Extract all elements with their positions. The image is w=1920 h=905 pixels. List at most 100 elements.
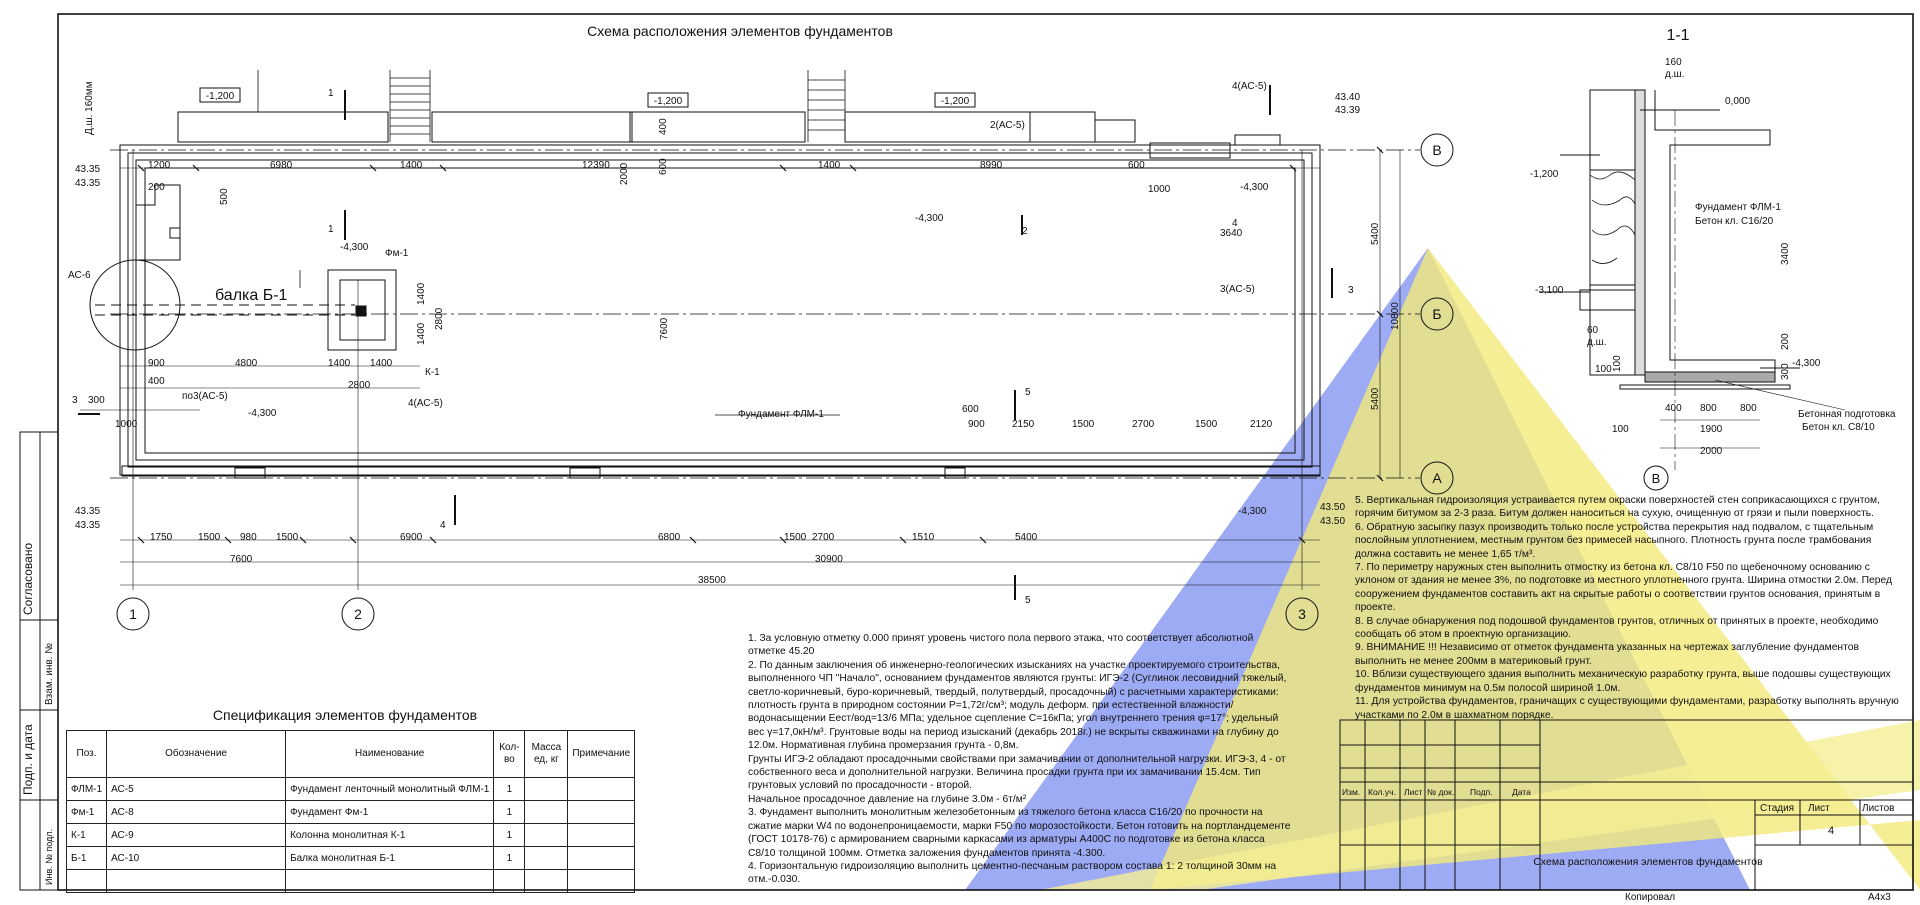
elevation-label: 43.35 <box>75 164 100 175</box>
note-item: Начальное просадочное давление на глубин… <box>748 793 1027 805</box>
misc-dim: 1400 <box>370 358 393 369</box>
note-item: 9. ВНИМАНИЕ !!! Независимо от отметок фу… <box>1355 642 1859 667</box>
section-mark: 1 <box>328 224 334 235</box>
section-label: 3400 <box>1780 242 1791 265</box>
misc-dim: 1400 <box>416 322 427 345</box>
beam-label: балка Б-1 <box>215 287 288 304</box>
section-label: 60 <box>1587 325 1599 336</box>
watermark-yellow-band <box>1040 720 1920 890</box>
section-label: д.ш. <box>1665 69 1684 80</box>
axis-letter: А <box>1432 470 1442 486</box>
misc-dim: 2120 <box>1250 419 1273 430</box>
callout: по3(АС-5) <box>182 391 228 402</box>
spec-cell: К-1 <box>65 823 108 847</box>
bottom-dim: 1500 <box>784 532 807 543</box>
bottom-dim: 1750 <box>150 532 173 543</box>
general-notes-right: 5. Вертикальная гидроизоляция устраивает… <box>1355 494 1905 722</box>
note-item: 7. По периметру наружных стен выполнить … <box>1355 562 1893 614</box>
table-row: Б-1 АС-10 Балка монолитная Б-1 1 <box>65 846 636 870</box>
bottom-dim: 1510 <box>912 532 935 543</box>
misc-dim: 600 <box>658 158 669 175</box>
section-mark: 5 <box>1025 387 1031 398</box>
note-item: 10. Вблизи существующего здания выполнит… <box>1355 669 1891 694</box>
spec-cell: 1 <box>493 777 526 801</box>
callout: 2(АС-5) <box>990 120 1025 131</box>
spec-cell: 1 <box>493 800 526 824</box>
level-label: -4,300 <box>248 408 277 419</box>
spec-header: Примечание <box>567 730 636 778</box>
spec-cell: АС-8 <box>106 800 287 824</box>
spec-header: Кол-во <box>493 730 526 778</box>
spec-cell: АС-9 <box>106 823 287 847</box>
top-dim: 12390 <box>582 160 610 171</box>
misc-dim: 3640 <box>1220 228 1243 239</box>
elevation-label: 43.40 <box>1335 92 1360 103</box>
total-dim: 30900 <box>815 554 843 565</box>
side-strip <box>19 431 59 891</box>
side-label-inv: Инв. № подл. <box>44 829 54 885</box>
right-dim: 5400 <box>1370 387 1381 410</box>
table-row: ФЛМ-1 АС-5 Фундамент ленточный монолитны… <box>65 777 636 801</box>
misc-dim: 600 <box>962 404 979 415</box>
spec-header: Масса ед, кг <box>524 730 569 778</box>
level-label: -1,200 <box>206 91 235 102</box>
misc-dim: 1000 <box>115 419 138 430</box>
general-notes-left: 1. За условную отметку 0.000 принят уров… <box>748 632 1293 887</box>
watermark-yellow <box>1150 248 1920 890</box>
spec-cell: Колонна монолитная К-1 <box>285 823 495 847</box>
spec-cell <box>524 823 569 847</box>
misc-dim: 2800 <box>434 307 445 330</box>
spec-cell <box>524 777 569 801</box>
axis-letter: Б <box>1432 306 1441 322</box>
top-dim: 600 <box>1128 160 1145 171</box>
spec-cell: 1 <box>493 846 526 870</box>
stage-label: Стадия <box>1760 803 1794 814</box>
stamp-col: № док. <box>1427 787 1454 797</box>
side-label-sign-date: Подп. и дата <box>21 724 35 795</box>
spec-header: Поз. <box>65 730 108 778</box>
note-item: 5. Вертикальная гидроизоляция устраивает… <box>1355 495 1880 520</box>
note-item: 11. Для устройства фундаментов, граничащ… <box>1355 696 1899 721</box>
section-label: Бетон кл. С16/20 <box>1695 216 1774 227</box>
section-label: -4,300 <box>1792 358 1821 369</box>
spec-cell: 1 <box>493 823 526 847</box>
spec-cell <box>567 823 636 847</box>
section-label: 2000 <box>1700 446 1723 457</box>
section-mark: 3 <box>72 395 78 406</box>
elevation-label: 43.35 <box>75 506 100 517</box>
bottom-dim: 2700 <box>812 532 835 543</box>
spec-cell <box>567 846 636 870</box>
level-label: -1,200 <box>654 96 683 107</box>
section-mark: 2 <box>1022 226 1028 237</box>
top-dim: 1200 <box>148 160 171 171</box>
table-row <box>65 869 636 893</box>
misc-dim: 4800 <box>235 358 258 369</box>
spec-cell: Балка монолитная Б-1 <box>285 846 495 870</box>
section-label: -1,200 <box>1530 169 1559 180</box>
axis-letter: В <box>1432 142 1441 158</box>
section-title: 1-1 <box>1666 27 1689 44</box>
top-dim: 1400 <box>818 160 841 171</box>
spec-header: Наименование <box>285 730 495 778</box>
callout: 3(АС-5) <box>1220 284 1255 295</box>
sheets-label: Листов <box>1862 803 1895 814</box>
spec-cell <box>524 800 569 824</box>
level-label: -4,300 <box>1240 182 1269 193</box>
title-block-frame <box>1339 719 1914 891</box>
callout: 4(АС-5) <box>408 398 443 409</box>
section-label: д.ш. <box>1587 337 1606 348</box>
section-label: 200 <box>1780 333 1791 350</box>
section-label: Фундамент ФЛМ-1 <box>1695 202 1781 213</box>
misc-dim: 200 <box>148 182 165 193</box>
section-mark: 4 <box>440 520 446 531</box>
axis-number: 2 <box>354 606 362 622</box>
level-label: -4,300 <box>915 213 944 224</box>
table-row: К-1 АС-9 Колонна монолитная К-1 1 <box>65 823 636 847</box>
section-mark: 1 <box>328 88 334 99</box>
level-label: -1,200 <box>941 96 970 107</box>
section-axis: В <box>1652 471 1661 486</box>
top-dim: 6980 <box>270 160 293 171</box>
spec-title: Спецификация элементов фундаментов <box>213 707 477 723</box>
section-label: 160 <box>1665 57 1682 68</box>
misc-dim: 2150 <box>1012 419 1035 430</box>
